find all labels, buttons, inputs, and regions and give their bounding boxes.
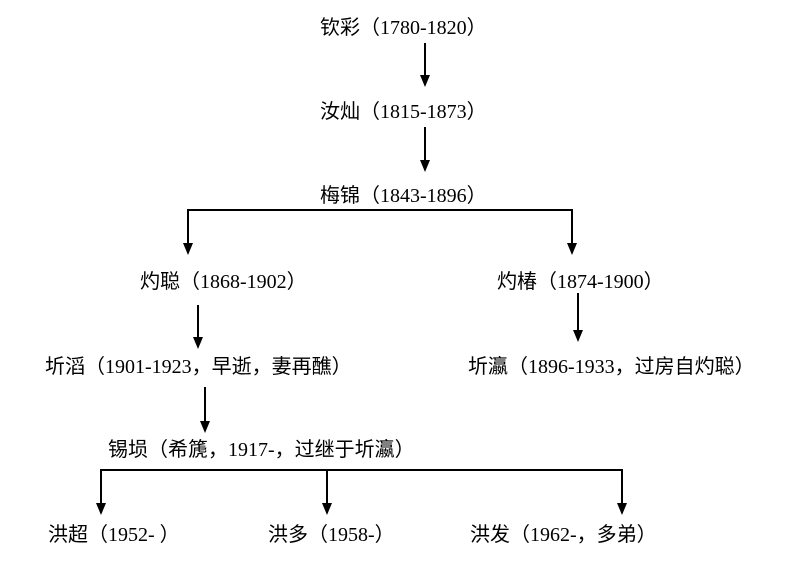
node-name: 汝灿 xyxy=(320,101,360,123)
node-name: 钦彩 xyxy=(320,17,360,39)
arrowhead xyxy=(183,243,193,255)
node-detail: （1962-，多弟） xyxy=(510,524,657,546)
node-xixun: 锡埙（希篪，1917-，过继于圻瀛） xyxy=(108,438,415,462)
node-name: 灼聪 xyxy=(140,271,180,293)
node-detail: （1896-1933，过房自灼聪） xyxy=(508,356,755,378)
node-detail: （1874-1900） xyxy=(537,271,664,293)
node-name: 洪超 xyxy=(48,524,88,546)
node-name: 梅锦 xyxy=(320,185,360,207)
node-detail: （1780-1820） xyxy=(360,17,487,39)
node-detail: （希篪，1917-，过继于圻瀛） xyxy=(148,439,415,461)
node-zhuochun: 灼椿（1874-1900） xyxy=(497,270,664,294)
node-hongduo: 洪多（1958-） xyxy=(268,523,395,547)
node-name: 洪多 xyxy=(268,524,308,546)
node-name: 圻滔 xyxy=(45,356,85,378)
node-name: 洪发 xyxy=(470,524,510,546)
branch-meijin xyxy=(187,209,573,253)
node-name: 圻瀛 xyxy=(468,356,508,378)
node-name: 灼椿 xyxy=(497,271,537,293)
node-qincai: 钦彩（1780-1820） xyxy=(320,16,487,40)
node-name: 锡埙 xyxy=(108,439,148,461)
node-detail: （1901-1923，早逝，妻再醮） xyxy=(85,356,352,378)
node-qitao: 圻滔（1901-1923，早逝，妻再醮） xyxy=(45,355,352,379)
node-detail: （1868-1902） xyxy=(180,271,307,293)
arrowhead xyxy=(573,330,583,342)
node-hongfa: 洪发（1962-，多弟） xyxy=(470,523,657,547)
arrowhead xyxy=(193,337,203,349)
arrowhead xyxy=(96,503,106,515)
node-detail: （1843-1896） xyxy=(360,185,487,207)
node-zhuocong: 灼聪（1868-1902） xyxy=(140,270,307,294)
arrowhead xyxy=(420,160,430,172)
arrowhead xyxy=(420,75,430,87)
branch-xixun xyxy=(100,469,623,513)
node-rucan: 汝灿（1815-1873） xyxy=(320,100,487,124)
node-qiying: 圻瀛（1896-1933，过房自灼聪） xyxy=(468,355,755,379)
node-detail: （1952- ） xyxy=(88,524,180,546)
node-meijin: 梅锦（1843-1896） xyxy=(320,184,487,208)
arrowheads xyxy=(96,75,627,515)
node-detail: （1958-） xyxy=(308,524,395,546)
arrowhead xyxy=(567,243,577,255)
arrowhead xyxy=(200,421,210,433)
arrowhead xyxy=(617,503,627,515)
arrowhead xyxy=(322,503,332,515)
node-hongchao: 洪超（1952- ） xyxy=(48,523,180,547)
node-detail: （1815-1873） xyxy=(360,101,487,123)
